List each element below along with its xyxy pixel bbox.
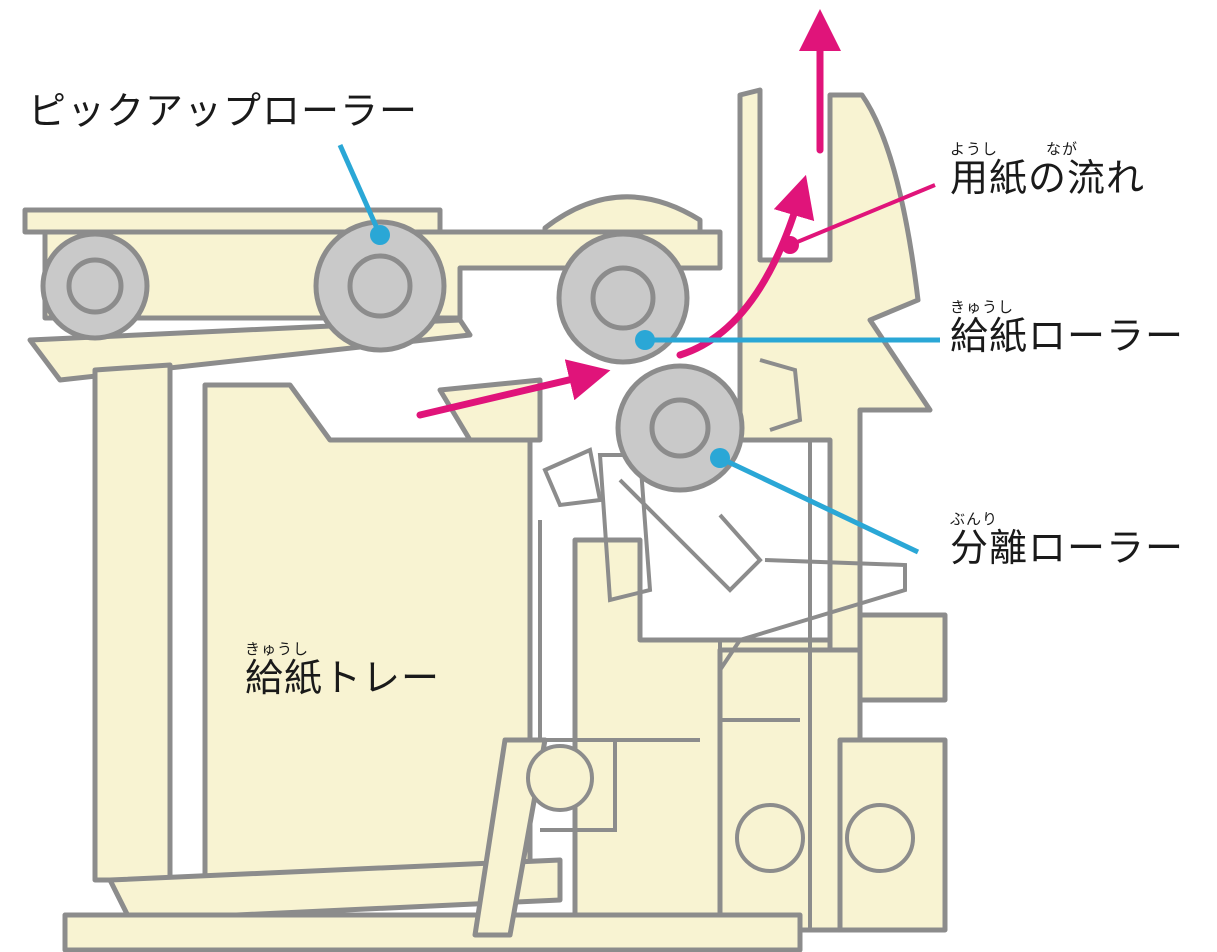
- separation-roller: [615, 363, 745, 493]
- feed-roller: [556, 231, 690, 365]
- separation-roller-ruby: ぶんり: [950, 510, 999, 528]
- paper-tray-text: 給紙トレー: [245, 656, 441, 700]
- paper-flow-text: 用紙の流れ: [950, 156, 1146, 200]
- pickup-roller-leader: [337, 143, 383, 237]
- paper-flow-leader: [789, 183, 936, 247]
- paper-tray-label: きゅうし 給紙トレー: [245, 640, 441, 700]
- feed-roller-label: きゅうし 給紙ローラー: [950, 298, 1185, 358]
- machine-body: [22, 87, 948, 952]
- separation-roller-text: 分離ローラー: [950, 526, 1185, 570]
- leader-lines: [337, 143, 940, 555]
- feed-roller-ruby: きゅうし: [950, 298, 1015, 316]
- small-rollers: [526, 744, 915, 873]
- pickup-roller-text: ピックアップローラー: [28, 89, 419, 133]
- paper-flow-ruby: ようし なが: [950, 140, 1079, 158]
- paper-flow-path: [416, 9, 841, 419]
- paper-flow-label: ようし なが 用紙の流れ: [950, 140, 1146, 200]
- separation-roller-label: ぶんり 分離ローラー: [950, 510, 1185, 570]
- pickup-roller: [313, 219, 447, 353]
- left-roller: [40, 231, 150, 341]
- paper-tray-ruby: きゅうし: [245, 640, 310, 658]
- separation-roller-leader: [718, 455, 920, 555]
- feed-roller-text: 給紙ローラー: [950, 314, 1185, 358]
- pickup-roller-label: ピックアップローラー: [28, 92, 418, 130]
